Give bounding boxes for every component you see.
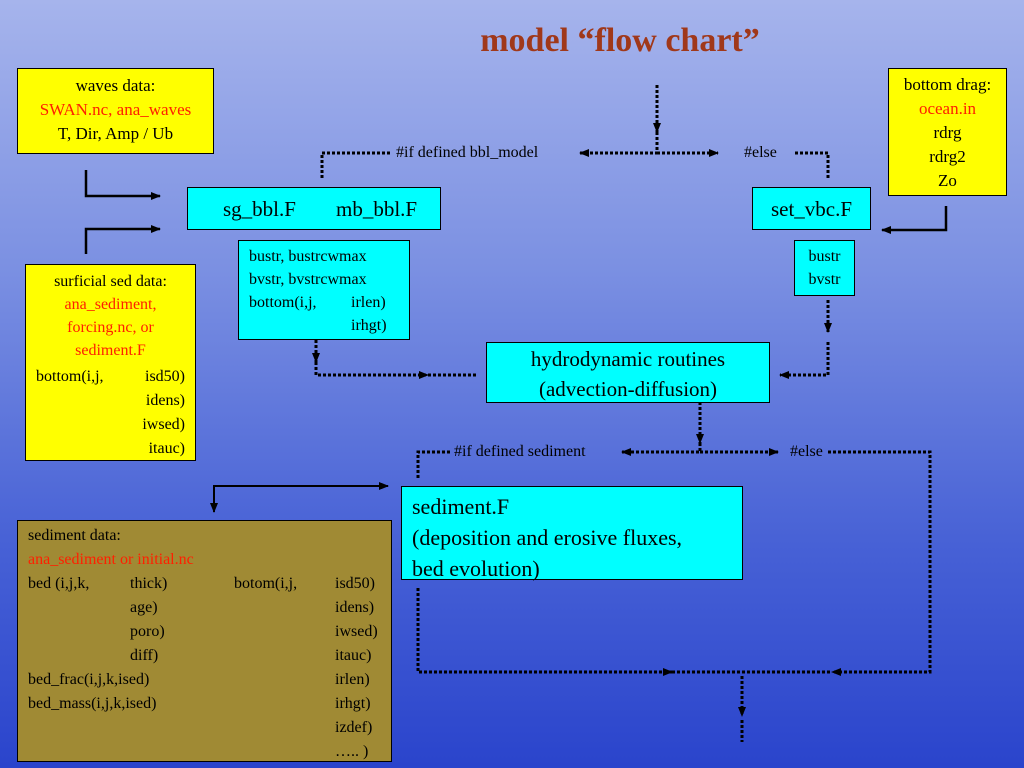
surficial-var: idens): [145, 392, 185, 409]
sediment-data-row: izdef): [18, 716, 393, 740]
bbl-to-hydro-connector-2: [314, 362, 429, 379]
sediment-data-cell: ….. ): [335, 743, 369, 760]
sediment-f-line-1: sediment.F: [412, 494, 510, 519]
sediment-data-row: ….. ): [18, 740, 393, 764]
sediment-data-cell: irhgt): [335, 695, 371, 712]
surficial-file: ana_sediment,: [64, 296, 157, 313]
bottom-drag-var: Zo: [938, 171, 957, 190]
bbl-var-line: irlen): [351, 294, 386, 311]
sediment-data-cell: poro): [130, 623, 165, 640]
bottom-drag-heading: bottom drag:: [903, 75, 992, 94]
sediment-data-cell: irlen): [335, 671, 370, 688]
sediment-data-row: diff) itauc): [18, 644, 393, 668]
sediment-data-cell: thick): [130, 575, 168, 592]
split-sed-connector: [621, 443, 702, 456]
surficial-var: isd50): [145, 368, 185, 385]
bbl-files-box: sg_bbl.F mb_bbl.F: [187, 187, 441, 230]
bbl-vars-box: bustr, bustrcwmax bvstr, bvstrcwmax bott…: [238, 240, 410, 340]
waves-heading: waves data:: [75, 76, 156, 95]
sediment-data-cell: izdef): [335, 719, 373, 736]
bottom-drag-file: ocean.in: [918, 99, 977, 118]
vbc-to-hydro-connector: [779, 342, 830, 379]
set-vbc-box: set_vbc.F: [752, 187, 871, 230]
surficial-bottom-label: bottom(i,j,: [36, 368, 104, 385]
set-vbc-label: set_vbc.F: [770, 197, 853, 221]
sediment-data-row: age) idens): [18, 596, 393, 620]
sediment-data-cell: bed_frac(i,j,k,ised): [28, 671, 150, 688]
waves-data-box: waves data: SWAN.nc, ana_waves T, Dir, A…: [17, 68, 214, 154]
sediment-data-row: poro) iwsed): [18, 620, 393, 644]
bbl-var-line: irhgt): [351, 317, 387, 334]
sediment-data-input-arrow: [210, 482, 389, 513]
sediment-data-row: bed_frac(i,j,k,ised) irlen): [18, 668, 393, 692]
sed-branch-connector: [416, 450, 450, 480]
sediment-data-heading: sediment data:: [28, 527, 121, 544]
sediment-data-cell: botom(i,j,: [234, 575, 298, 592]
sg-bbl-label: sg_bbl.F: [223, 197, 296, 221]
bottom-drag-input-arrow: [881, 206, 948, 234]
hydro-routines-box: hydrodynamic routines (advection-diffusi…: [486, 342, 770, 403]
page-title: model “flow chart”: [480, 22, 760, 59]
bbl-if-label: #if defined bbl_model: [396, 144, 539, 161]
sediment-data-cell: itauc): [335, 647, 372, 664]
bbl-var-line: bustr, bustrcwmax: [249, 248, 367, 265]
split-to-bbl-connector: [579, 132, 659, 157]
sediment-data-cell: idens): [335, 599, 375, 616]
bbl-else-label: #else: [744, 144, 777, 161]
surficial-sed-box: surficial sed data: ana_sediment, forcin…: [25, 264, 196, 461]
surficial-file: forcing.nc, or: [67, 319, 154, 336]
sediment-data-files: ana_sediment or initial.nc: [28, 551, 194, 568]
bbl-var-line: bvstr, bvstrcwmax: [249, 271, 367, 288]
sediment-data-table: bed (i,j,k, thick) botom(i,j, isd50) age) ide…: [18, 572, 393, 764]
sediment-data-box: sediment data: ana_sediment or initial.n…: [17, 520, 392, 762]
sediment-data-row: bed (i,j,k, thick) botom(i,j, isd50): [18, 572, 393, 596]
bbl-var-line: bottom(i,j,: [249, 294, 317, 311]
hydro-line-1: hydrodynamic routines: [530, 347, 726, 371]
bottom-drag-var: rdrg2: [929, 147, 966, 166]
vbc-var-line: bustr: [808, 248, 841, 265]
bottom-drag-box: bottom drag: ocean.in rdrg rdrg2 Zo: [888, 68, 1007, 196]
sediment-data-cell: iwsed): [335, 623, 378, 640]
waves-input-arrow: [84, 170, 161, 200]
sediment-data-cell: diff): [130, 647, 159, 664]
sediment-f-box: sediment.F (deposition and erosive fluxe…: [401, 486, 743, 581]
sediment-data-cell: bed (i,j,k,: [28, 575, 90, 592]
sed-else-label: #else: [790, 443, 823, 460]
sed-else-connector: [828, 450, 932, 676]
sediment-f-down-connector: [416, 588, 673, 676]
surficial-heading: surficial sed data:: [54, 273, 167, 290]
sediment-data-cell: isd50): [335, 575, 375, 592]
vbc-vars-box: bustr bvstr: [794, 240, 855, 296]
hydro-line-2: (advection-diffusion): [538, 377, 718, 401]
sediment-data-row: bed_mass(i,j,k,ised) irhgt): [18, 692, 393, 716]
waves-vars: T, Dir, Amp / Ub: [57, 124, 174, 143]
sediment-f-line-3: bed evolution): [412, 556, 540, 581]
bbl-branch-connector: [320, 151, 390, 178]
sediment-f-line-2: (deposition and erosive fluxes,: [412, 525, 683, 550]
sediment-data-cell: bed_mass(i,j,k,ised): [28, 695, 157, 712]
vbc-var-line: bvstr: [808, 271, 841, 288]
surficial-file: sediment.F: [75, 342, 146, 359]
surficial-input-arrow: [84, 225, 161, 254]
waves-files: SWAN.nc, ana_waves: [39, 100, 192, 119]
sediment-data-cell: age): [130, 599, 158, 616]
else-branch-connector: [795, 151, 830, 178]
surficial-var: iwsed): [142, 416, 185, 433]
mb-bbl-label: mb_bbl.F: [336, 197, 418, 221]
sed-if-label: #if defined sediment: [454, 443, 586, 460]
surficial-var: itauc): [148, 440, 185, 457]
bottom-drag-var: rdrg: [933, 123, 962, 142]
